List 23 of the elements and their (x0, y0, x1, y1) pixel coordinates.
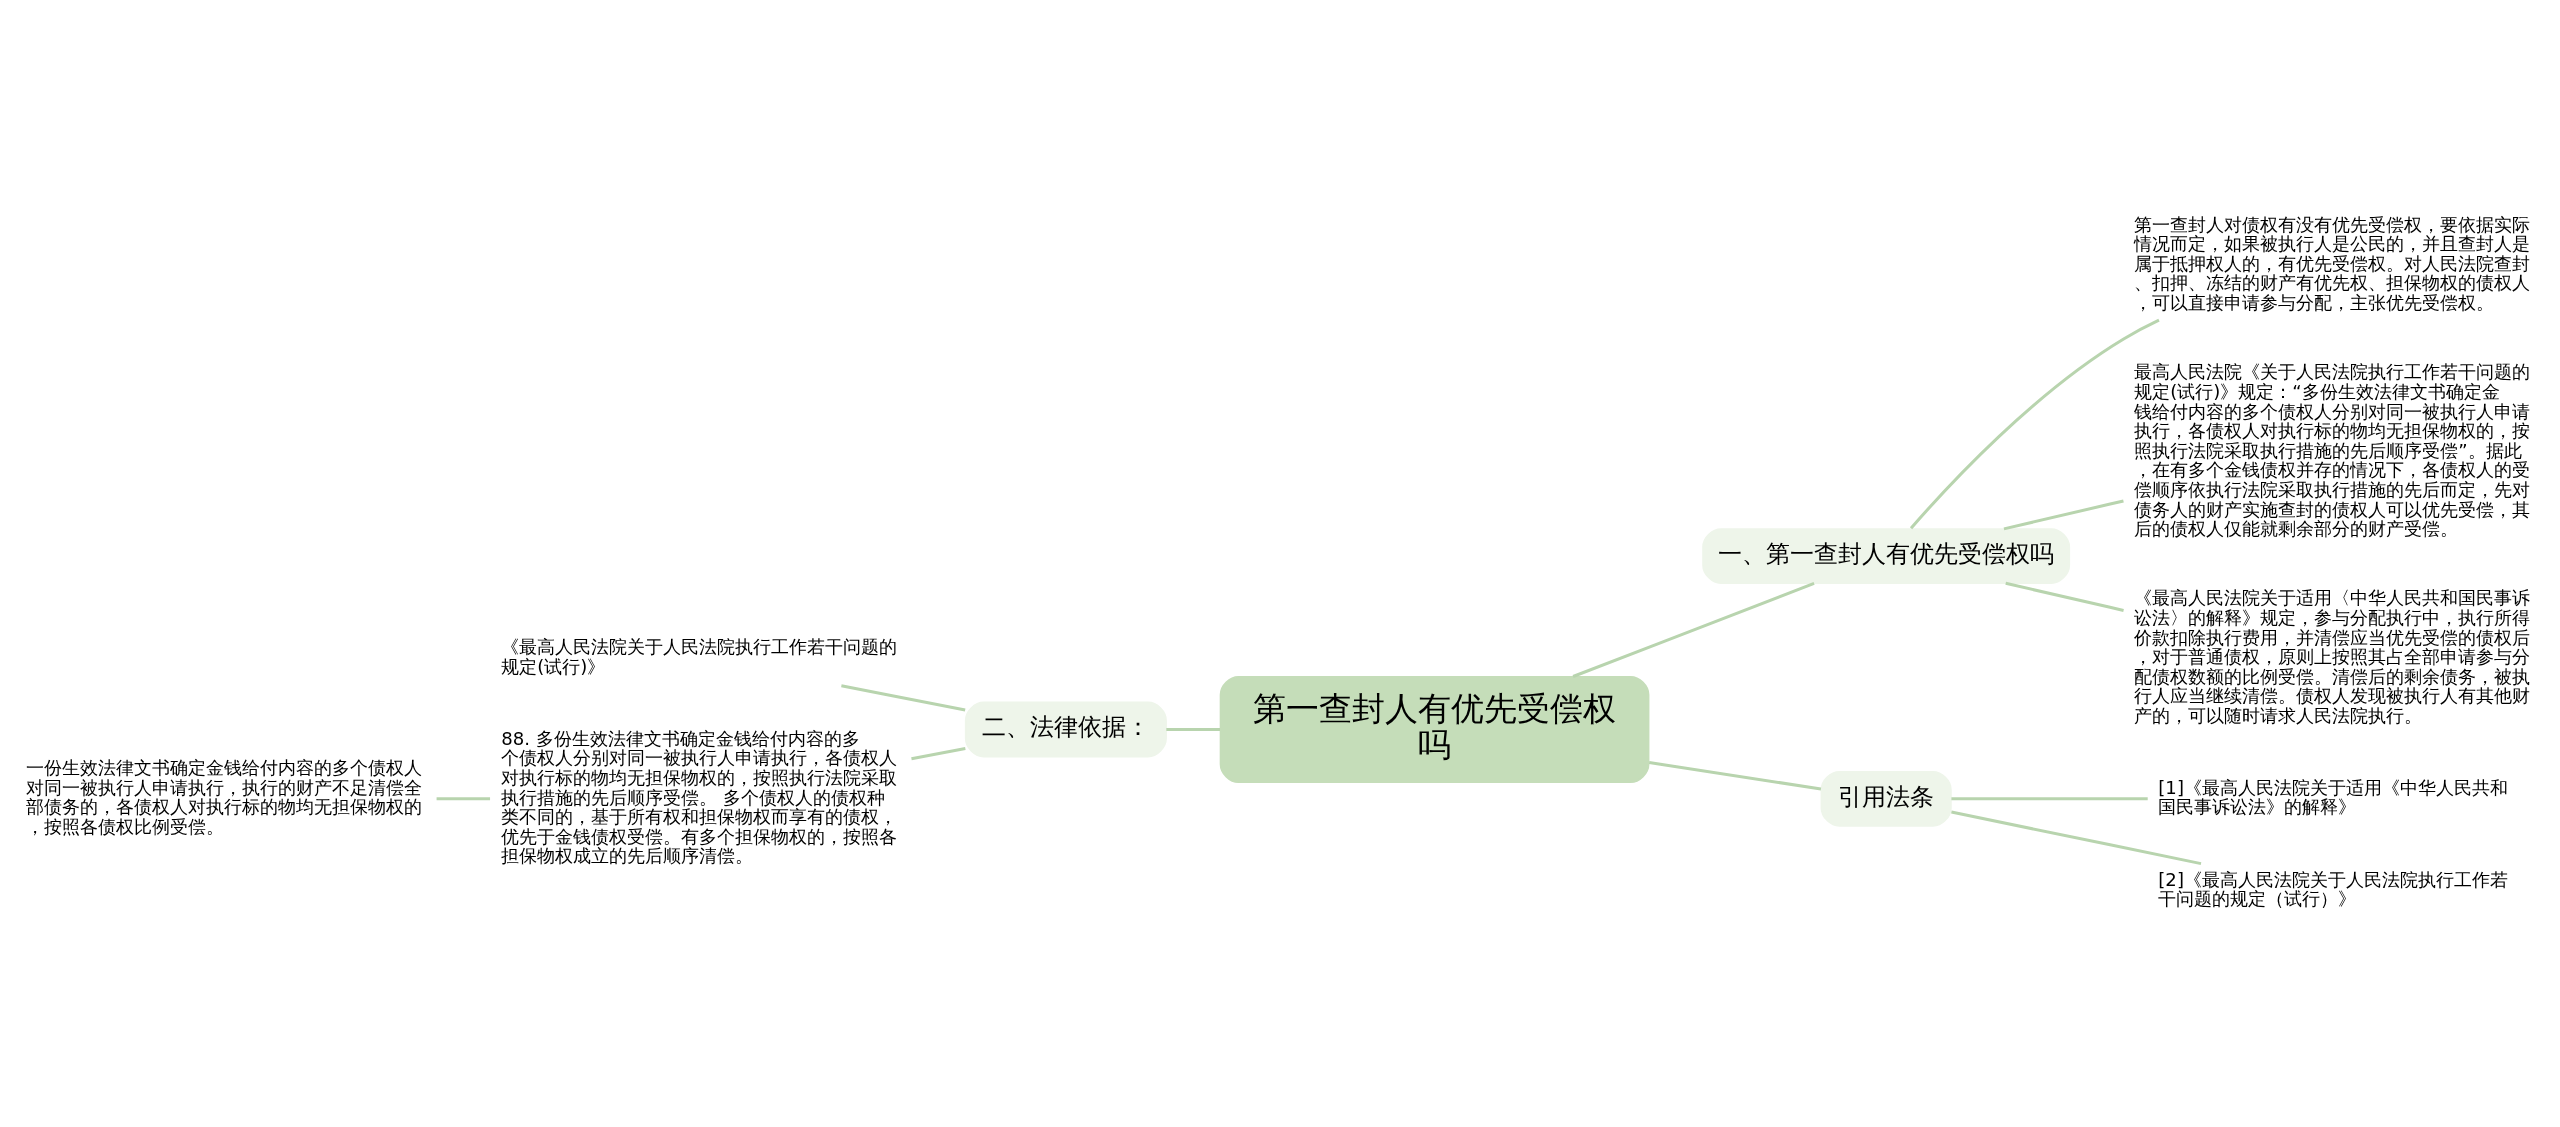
connector (911, 746, 966, 760)
connector (1951, 810, 2202, 865)
connector (1909, 318, 2160, 529)
node-box: 引用法条 (1820, 770, 1952, 827)
node-text: [2]《最高人民法院关于人民法院执行工作若干问题的规定（试行）》 (2158, 868, 2508, 909)
connector (1166, 727, 1220, 731)
node-text: 《最高人民法院关于适用〈中华人民共和国民事诉讼法〉的解释》规定，参与分配执行中，执行所得价款扣除执行费用，并清偿应当优先受偿的债权后，对于普通债权，原则上按照其占全部申请参与分配债权数额的比例受偿。清偿后的剩余债务，被执行人应当继续清偿。债权人发现被执行人有其他财产的，可以随时请求人民法院执行。 (2134, 586, 2531, 726)
connector (1648, 760, 1822, 790)
node-text: 《最高人民法院关于人民法院执行工作若干问题的规定(试行)》 (501, 635, 898, 677)
node-text: 88. 多份生效法律文书确定金钱给付内容的多个债权人分别对同一被执行人申请执行，各债权人对执行标的物均无担保物权的，按照执行法院采取执行措施的先后顺序受偿。 多个债权人的债权种类不同的，基于所有权和担保物权而享有的债权，优先于金钱债权受偿。有多个担保物权的，按照各担保物权成立的先后顺序清偿。 (501, 727, 898, 866)
node-text: 第一查封人对债权有没有优先受偿权，要依据实际情况而定，如果被执行人是公民的，并且查封人是属于抵押权人的，有优先受偿权。对人民法院查封、扣押、冻结的财产有优先权、担保物权的债权人，可以直接申请参与分配，主张优先受偿权。 (2134, 213, 2531, 313)
connector (1572, 581, 1815, 678)
connector (841, 683, 966, 712)
connector (1951, 796, 2148, 800)
node-box: 第一查封人有优先受偿权吗 (1219, 675, 1650, 783)
node-box: 二、法律依据： (964, 701, 1167, 757)
connector (436, 796, 491, 800)
connector (2003, 498, 2124, 530)
node-text: 一份生效法律文书确定金钱给付内容的多个债权人对同一被执行人申请执行，执行的财产不足清偿全部债务的，各债权人对执行标的物均无担保物权的，按照各债权比例受偿。 (26, 756, 423, 837)
node-box: 一、第一查封人有优先受偿权吗 (1702, 527, 2071, 584)
node-text: 最高人民法院《关于人民法院执行工作若干问题的规定(试行)》规定：“多份生效法律文书确定金钱给付内容的多个债权人分别对同一被执行人申请执行，各债权人对执行标的物均无担保物权的，按照执行法院采取执行措施的先后顺序受偿”。据此，在有多个金钱债权并存的情况下，各债权人的受偿顺序依执行法院采取执行措施的先后而定，先对债务人的财产实施查封的债权人可以优先受偿，其后的债权人仅能就剩余部分的财产受偿。 (2134, 360, 2531, 539)
node-text: [1]《最高人民法院关于适用《中华人民共和国民事诉讼法》的解释》 (2158, 776, 2508, 817)
connector (2005, 581, 2124, 612)
